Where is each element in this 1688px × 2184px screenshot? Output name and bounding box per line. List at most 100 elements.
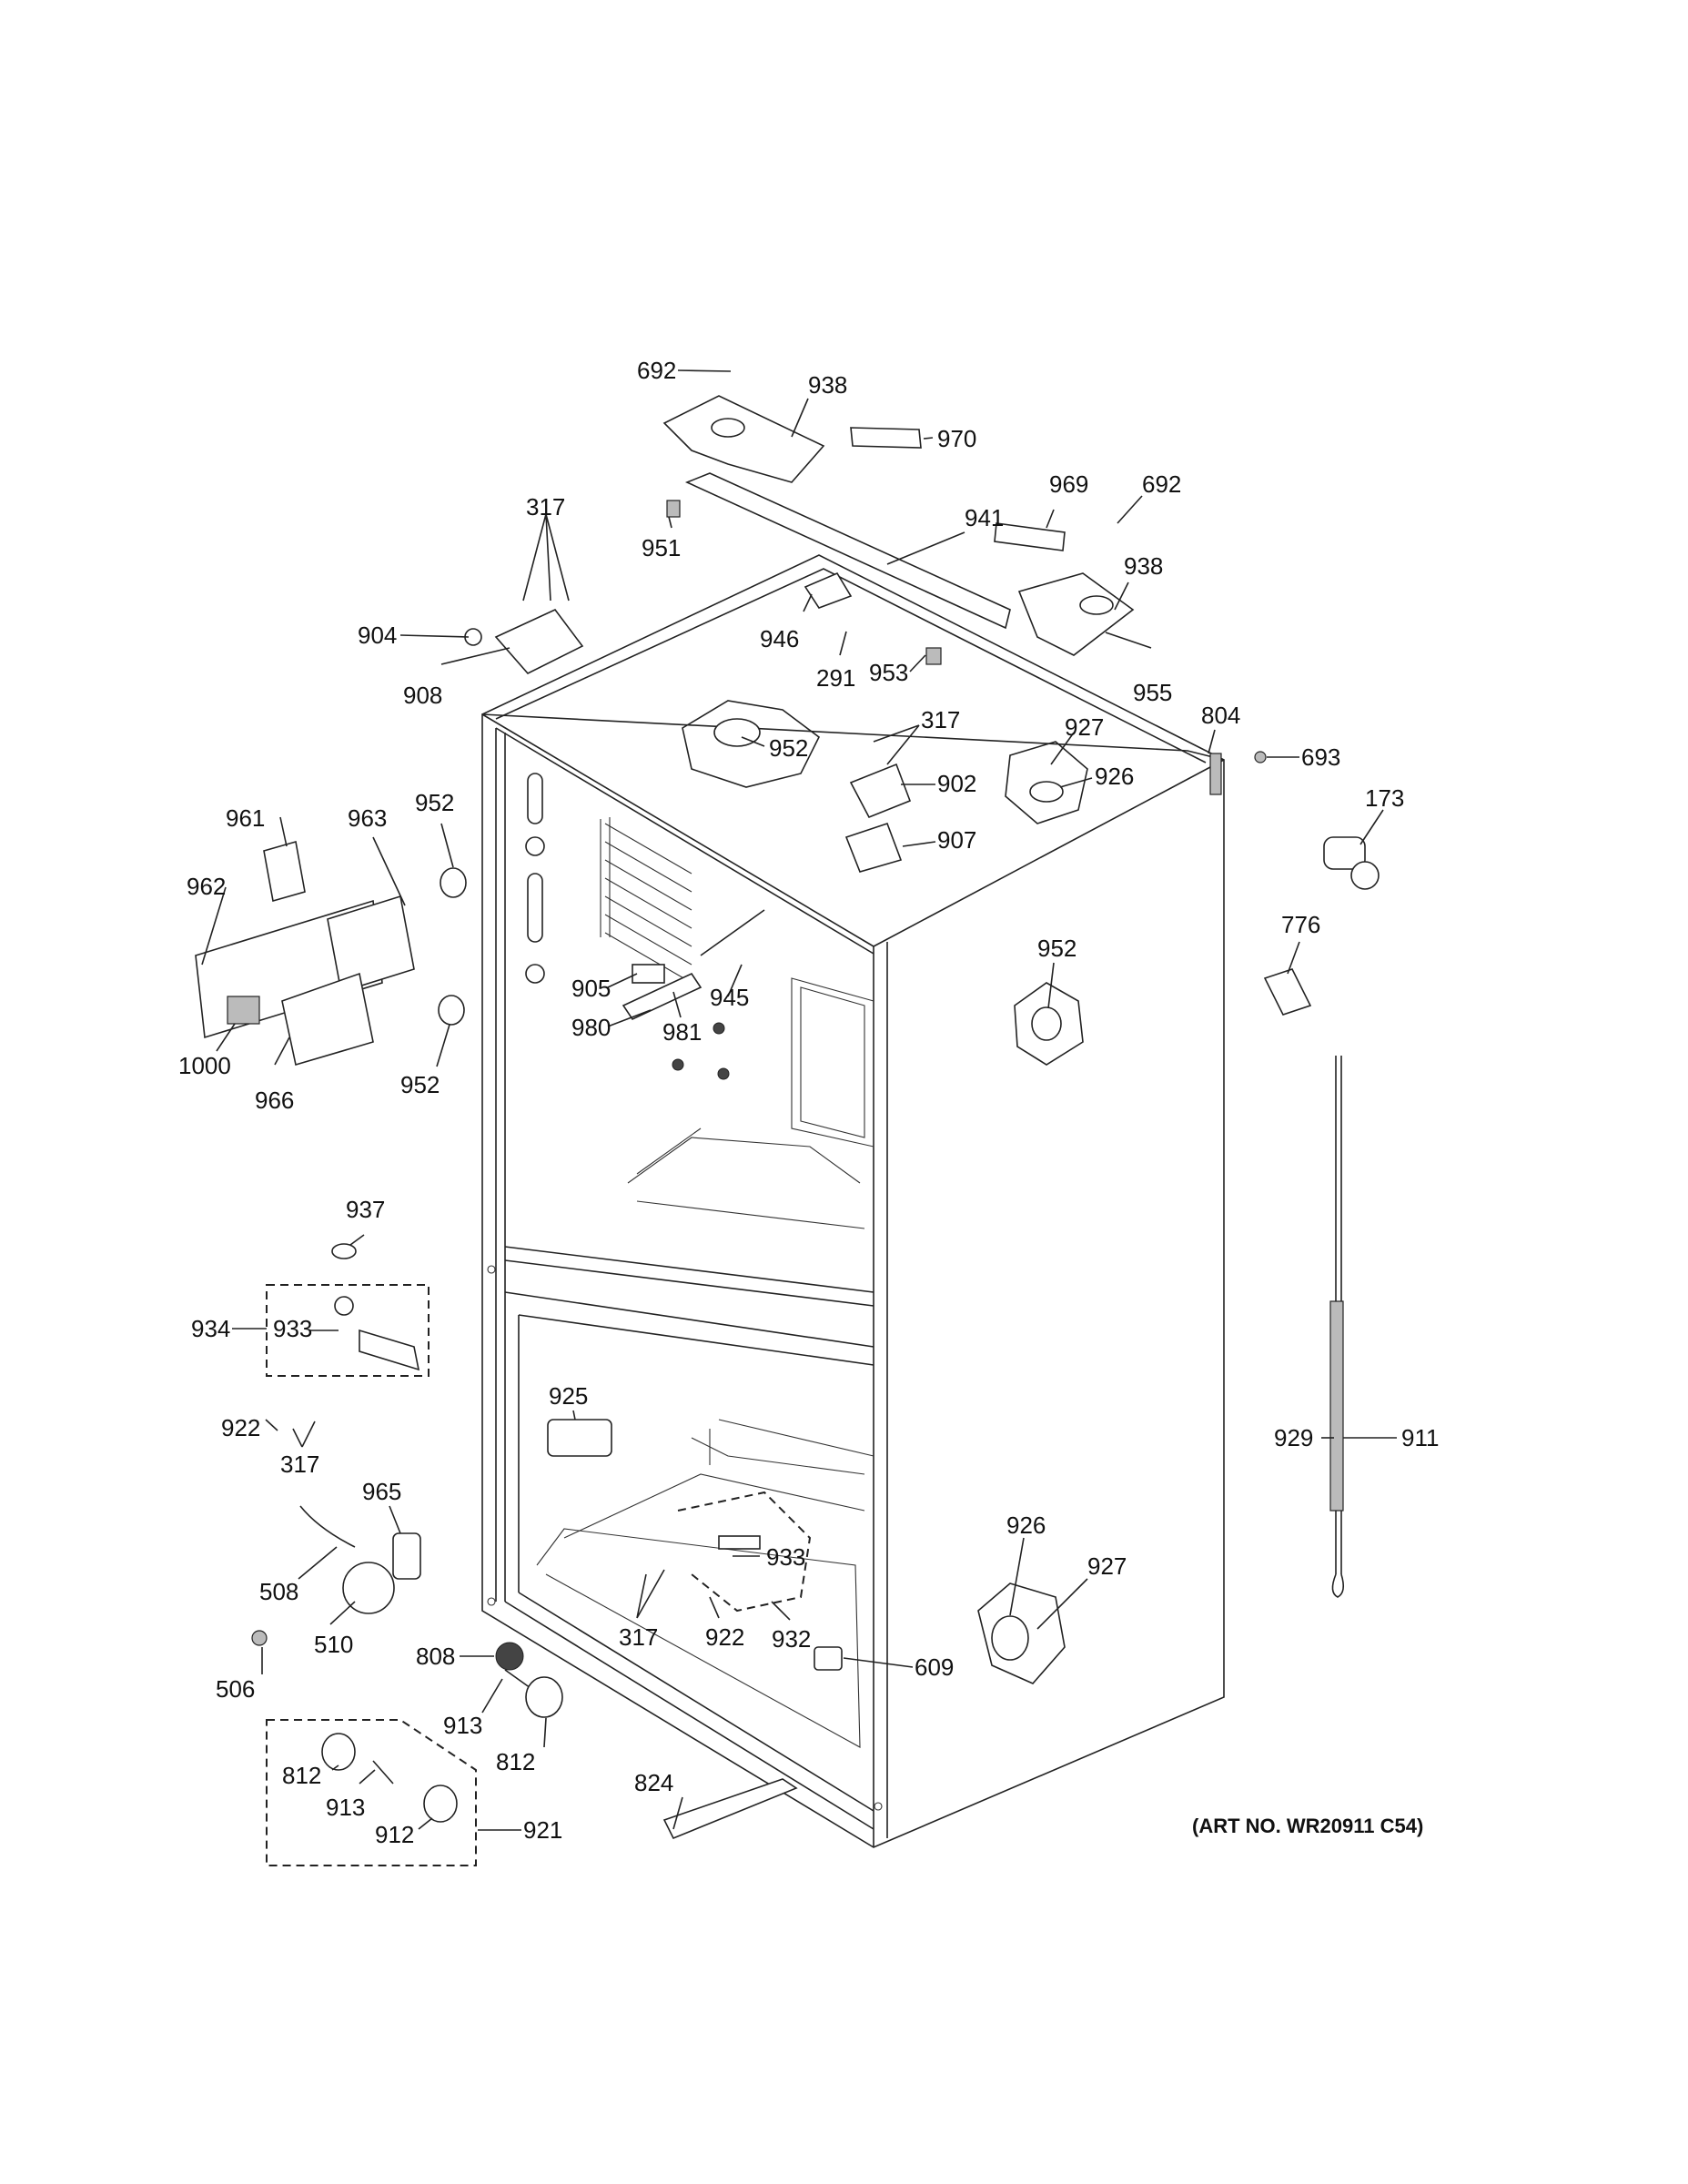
callout-913: 913: [443, 1712, 482, 1739]
callout-938: 938: [1124, 552, 1163, 580]
part-929-heater: [1329, 1300, 1344, 1512]
part-952-plug-b: [438, 995, 465, 1026]
callout-317: 317: [526, 493, 565, 521]
callout-1000: 1000: [178, 1052, 231, 1079]
part-952-plug-a: [440, 867, 467, 898]
callout-510: 510: [314, 1631, 353, 1658]
callout-966: 966: [255, 1087, 294, 1114]
part-609-connector: [814, 1646, 843, 1671]
callout-508: 508: [259, 1578, 298, 1605]
callout-905: 905: [571, 975, 611, 1002]
callout-952: 952: [400, 1071, 440, 1098]
callout-labels: 692 938 970 969 692 941 951 938 317 904 …: [178, 357, 1439, 1848]
callout-963: 963: [348, 804, 387, 832]
part-961-motor: [263, 840, 306, 903]
callout-907: 907: [937, 826, 976, 854]
callout-926: 926: [1095, 763, 1134, 790]
callout-927: 927: [1065, 713, 1104, 741]
part-508-tube: [299, 1505, 356, 1548]
part-946-board: [804, 571, 853, 609]
callout-980: 980: [571, 1014, 611, 1041]
callout-927: 927: [1087, 1552, 1127, 1580]
part-693-screw: [1254, 751, 1267, 763]
part-912-wheel: [423, 1785, 458, 1823]
callout-776: 776: [1281, 911, 1320, 938]
callout-692: 692: [637, 357, 676, 384]
callout-962: 962: [187, 873, 226, 900]
part-913-axle-b: [372, 1760, 394, 1785]
part-927-lower-plug: [977, 1582, 1066, 1684]
part-966-filter: [281, 972, 374, 1067]
callout-904: 904: [358, 622, 397, 649]
callout-808: 808: [416, 1643, 455, 1670]
part-510-pump: [342, 1562, 395, 1614]
part-952-side-plug: [1014, 982, 1084, 1066]
part-907-bracket: [844, 822, 903, 873]
part-812-wheel-a: [525, 1676, 563, 1718]
part-963-cover: [327, 895, 415, 994]
part-804-cap: [1209, 753, 1222, 795]
callout-902: 902: [937, 770, 976, 797]
part-952-top-plug: [682, 700, 821, 788]
callout-913: 913: [326, 1794, 365, 1821]
group-934-box: [266, 1284, 430, 1377]
callout-804: 804: [1201, 702, 1240, 729]
part-953-switch: [925, 647, 942, 665]
callout-953: 953: [869, 659, 908, 686]
evaporator-coil: [600, 817, 692, 984]
callout-970: 970: [937, 425, 976, 452]
refrigerator-cabinet: [481, 554, 1225, 1848]
part-902-bracket: [849, 763, 912, 819]
part-1000-grille: [227, 996, 260, 1025]
part-506-screw: [251, 1630, 268, 1646]
part-941-rail: [684, 472, 1011, 630]
callout-609: 609: [915, 1653, 954, 1681]
callout-926: 926: [1006, 1512, 1046, 1539]
callout-937: 937: [346, 1196, 385, 1223]
part-812-wheel-b: [321, 1733, 356, 1771]
callout-812: 812: [282, 1762, 321, 1789]
part-824-rail: [662, 1778, 798, 1840]
callout-951: 951: [642, 534, 681, 561]
callout-945: 945: [710, 984, 749, 1011]
callout-933: 933: [766, 1543, 805, 1571]
callout-981: 981: [662, 1018, 702, 1046]
part-945-tube: [700, 909, 765, 956]
callout-938: 938: [808, 371, 847, 399]
part-173-fitting: [1323, 836, 1380, 890]
group-921-box: [266, 1719, 477, 1866]
part-937-washer: [331, 1243, 357, 1259]
callout-952: 952: [769, 734, 808, 762]
callout-934: 934: [191, 1315, 230, 1342]
callout-173: 173: [1365, 784, 1404, 812]
callout-922: 922: [705, 1623, 744, 1651]
callout-317: 317: [619, 1623, 658, 1651]
callout-952: 952: [415, 789, 454, 816]
callout-961: 961: [226, 804, 265, 832]
callout-932: 932: [772, 1625, 811, 1653]
callout-908: 908: [403, 682, 442, 709]
callout-952: 952: [1037, 935, 1076, 962]
callout-912: 912: [375, 1821, 414, 1848]
callout-955: 955: [1133, 679, 1172, 706]
part-905-bracket: [632, 964, 665, 984]
callout-692: 692: [1142, 470, 1181, 498]
callout-922: 922: [221, 1414, 260, 1441]
callout-933: 933: [273, 1315, 312, 1342]
callout-941: 941: [965, 504, 1004, 531]
callout-824: 824: [634, 1769, 673, 1796]
part-908-bracket: [494, 609, 584, 674]
part-808-gear: [495, 1642, 524, 1671]
callout-317: 317: [280, 1451, 319, 1478]
group-932-box: [677, 1491, 812, 1613]
part-970-harness: [850, 427, 922, 449]
part-951-switch: [666, 500, 681, 518]
callout-929: 929: [1274, 1424, 1313, 1451]
callout-506: 506: [216, 1675, 255, 1703]
part-938-right-cover: [1017, 572, 1135, 656]
callout-921: 921: [523, 1816, 562, 1844]
part-938-top-cover: [662, 395, 825, 483]
callout-925: 925: [549, 1382, 588, 1410]
part-925-heater: [547, 1419, 612, 1457]
